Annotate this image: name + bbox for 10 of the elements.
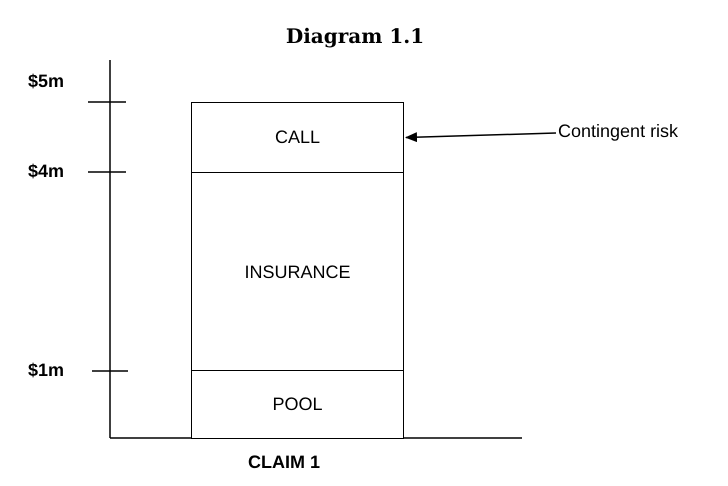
diagram-title: Diagram 1.1 <box>284 24 426 48</box>
column-caption: CLAIM 1 <box>248 452 320 473</box>
axis-tick-label: $1m <box>28 360 64 381</box>
layer-box: INSURANCE <box>191 172 404 372</box>
layer-box: POOL <box>191 370 404 439</box>
annotation-text: Contingent risk <box>558 121 728 145</box>
arrow <box>405 132 556 142</box>
layer-box: CALL <box>191 102 404 173</box>
axis-tick-label: $4m <box>28 161 64 182</box>
axis-tick-label: $5m <box>28 71 64 92</box>
